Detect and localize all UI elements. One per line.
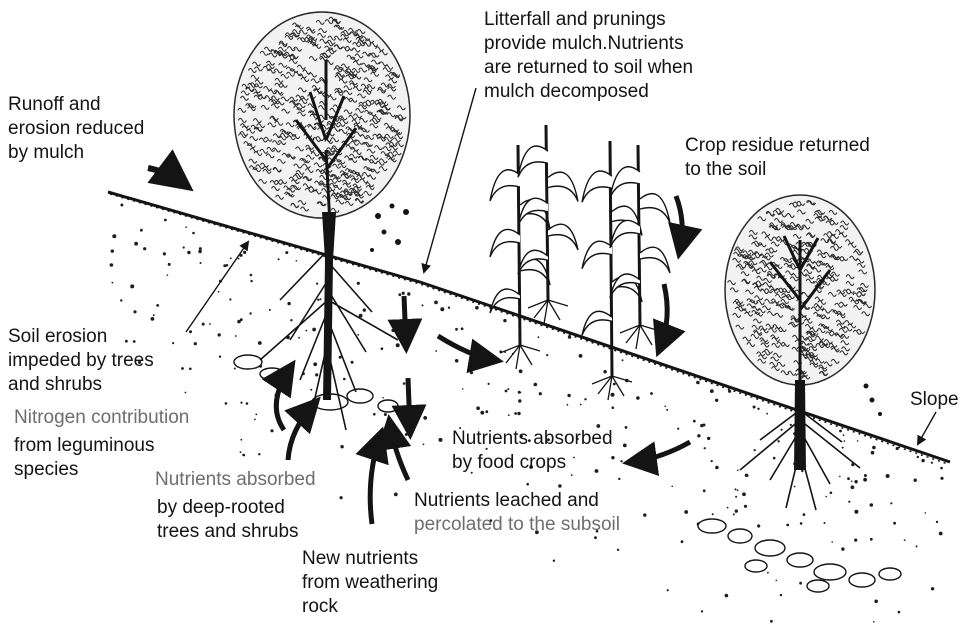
label-leguminous-species: from leguminous species xyxy=(14,434,154,482)
arrow-icon xyxy=(676,196,682,250)
rock-icon xyxy=(807,580,829,592)
maize-plant-icon xyxy=(610,145,670,349)
arrow-icon xyxy=(660,284,667,348)
label-nutrients-absorbed-food: Nutrients absorbed by food crops xyxy=(452,427,613,475)
label-weathering-rock: New nutrients from weathering rock xyxy=(302,547,438,619)
rock-icon xyxy=(260,368,284,380)
label-crop-residue: Crop residue returned to the soil xyxy=(685,134,870,182)
label-nutrients-leached: Nutrients leached and xyxy=(414,489,599,513)
maize-plant-icon xyxy=(518,125,578,324)
label-slope: Slope xyxy=(910,388,959,412)
tree-icon xyxy=(725,195,875,510)
arrow-icon xyxy=(408,378,410,430)
rock-icon xyxy=(814,564,846,580)
rock-icon xyxy=(378,400,398,412)
rock-icon xyxy=(787,553,813,567)
label-percolated-subsoil: percolated to the subsoil xyxy=(414,513,620,537)
label-deep-rooted: by deep-rooted trees and shrubs xyxy=(157,496,299,544)
rock-icon xyxy=(698,519,726,533)
label-nitrogen-contribution: Nitrogen contribution xyxy=(14,406,189,430)
rock-icon xyxy=(849,573,875,587)
label-nutrients-absorbed-deep: Nutrients absorbed xyxy=(155,468,316,492)
rock-icon xyxy=(879,568,901,580)
rock-icon xyxy=(745,560,767,572)
arrow-icon xyxy=(424,88,476,272)
label-runoff-reduced: Runoff and erosion reduced by mulch xyxy=(8,93,144,165)
label-soil-erosion-impeded: Soil erosion impeded by trees and shrubs xyxy=(8,325,154,397)
rock-icon xyxy=(755,540,785,556)
arrow-icon xyxy=(404,296,406,344)
label-litterfall-mulch: Litterfall and prunings provide mulch.Nu… xyxy=(484,8,693,104)
rock-icon xyxy=(234,355,262,369)
rock-icon xyxy=(347,389,373,403)
arrow-icon xyxy=(148,168,184,184)
rock-icon xyxy=(728,529,752,543)
arrow-icon xyxy=(918,412,936,444)
